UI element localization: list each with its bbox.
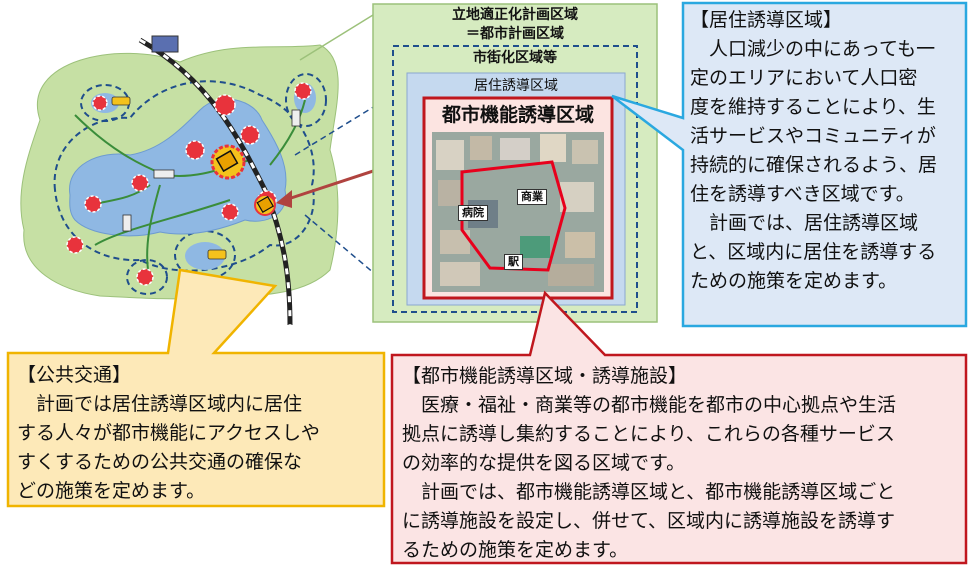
residential-callout-line: 住を誘導すべき区域です。 <box>690 183 915 205</box>
life-base-node <box>66 236 84 254</box>
urban-function-arrowhead <box>276 190 292 208</box>
urbanization-boundary-map <box>53 80 315 272</box>
urban-callout-line: 計画では、都市機能誘導区域と、都市機能誘導区域ごと <box>421 481 896 503</box>
residential-callout-title: 【居住誘導区域】 <box>690 9 843 31</box>
secondary-hub-marker <box>256 195 275 214</box>
urbanization-area-box <box>392 45 638 313</box>
life-base-node <box>221 203 239 221</box>
urban-callout-title: 【都市機能誘導区域・誘導施設】 <box>402 365 688 387</box>
bus-route <box>269 99 306 166</box>
urban-callout-line: の効率的な提供を図る区域です。 <box>402 452 686 474</box>
residential-area-label: 居住誘導区域 <box>474 78 558 94</box>
planning-area-label-line2: ＝都市計画区域 <box>466 26 564 42</box>
transit-callout: 【公共交通】 計画では居住誘導区域内に居住 する人々が都市機能にアクセスしや す… <box>17 361 387 506</box>
residential-callout-line: 持続的に確保されるよう、居 <box>690 154 938 176</box>
transit-callout-shape <box>6 268 386 508</box>
transit-callout-line: 計画では居住誘導区域内に居住 <box>36 393 303 415</box>
transit-callout-title: 【公共交通】 <box>17 364 132 386</box>
life-base-node <box>214 94 236 116</box>
residential-callout: 【居住誘導区域】 人口減少の中にあっても一 定のエリアにおいて人口密 度を維持す… <box>690 6 966 296</box>
life-base-node <box>92 95 108 111</box>
life-base-node <box>294 82 312 100</box>
residential-callout-line: 活サービスやコミュニティが <box>690 125 936 147</box>
hospital-label: 病院 <box>458 205 488 221</box>
transit-callout-line: する人々が都市機能にアクセスしや <box>17 422 320 444</box>
life-base-node <box>84 195 102 213</box>
life-base-node <box>185 140 205 160</box>
residential-callout-line: 度を維持することにより、生 <box>690 96 936 118</box>
planning-area-label-line1: 立地適正化計画区域 <box>452 7 578 23</box>
residential-area-island <box>185 242 225 270</box>
commerce-label: 商業 <box>517 189 547 205</box>
central-hub-marker <box>215 149 239 173</box>
planning-area-label: 立地適正化計画区域 ＝都市計画区域 <box>373 6 657 44</box>
life-base-node <box>240 125 260 145</box>
planning-area-pointer <box>299 14 374 61</box>
urban-callout-shape <box>390 290 968 565</box>
urban-callout: 【都市機能誘導区域・誘導施設】 医療・福祉・商業等の都市機能を都市の中心拠点や生… <box>402 362 962 565</box>
urbanization-area-label: 市街化区域等 <box>473 50 557 66</box>
bus-icon <box>122 214 132 232</box>
urban-function-area-label: 都市機能誘導区域 <box>441 104 594 126</box>
bus-route <box>94 199 231 246</box>
transit-callout-line: すくするための公共交通の確保な <box>17 451 303 473</box>
bus-icon <box>153 169 175 179</box>
bus-route <box>146 184 161 271</box>
residential-callout-shape <box>611 1 968 328</box>
urbanization-boundary-island <box>126 259 168 295</box>
life-base-node <box>131 174 149 192</box>
life-base-node <box>136 268 154 286</box>
taxi-icon <box>111 96 131 106</box>
residential-callout-line: 人口減少の中にあっても一 <box>709 38 936 60</box>
station-building <box>151 35 179 53</box>
transit-callout-line: どの施策を定めます。 <box>17 480 206 502</box>
residential-callout-line: 計画では、居住誘導区域 <box>709 212 919 234</box>
railway-line <box>138 37 293 326</box>
life-base-nodes <box>66 82 312 286</box>
urbanization-boundary-island <box>285 73 327 127</box>
urban-callout-line: 拠点に誘導し集約することにより、これらの各種サービス <box>402 423 895 445</box>
residential-callout-line: ための施策を定めます。 <box>690 270 898 292</box>
taxi-icon <box>207 249 227 260</box>
residential-callout-line: 定のエリアにおいて人口密 <box>690 67 918 89</box>
station-label: 駅 <box>504 254 523 270</box>
bus-icon <box>291 109 301 127</box>
urban-callout-line: 医療・福祉・商業等の都市機能を都市の中心拠点や生活 <box>421 394 897 416</box>
urban-callout-line: るための施策を定めます。 <box>402 539 629 561</box>
residential-callout-line: と、区域内に居住を誘導する <box>690 241 937 263</box>
urban-callout-line: に誘導施設を設定し、併せて、区域内に誘導施設を誘導す <box>402 510 896 532</box>
